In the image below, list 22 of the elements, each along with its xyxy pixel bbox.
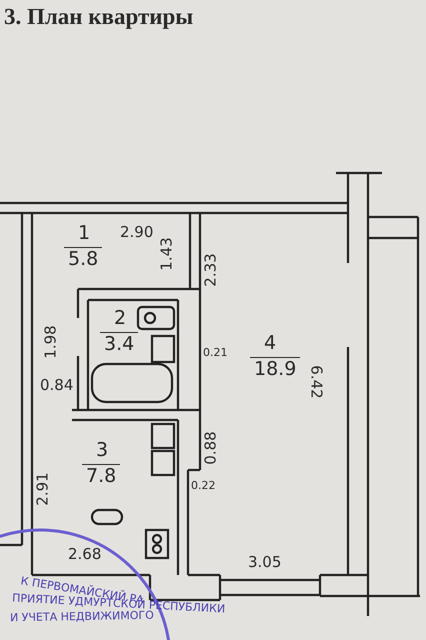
dimension-label: 3.05 bbox=[248, 554, 282, 570]
room-area: 7.8 bbox=[82, 464, 120, 486]
room-number: 1 bbox=[78, 223, 90, 243]
dimension-label: 1.98 bbox=[42, 325, 59, 359]
dimension-label: 2.33 bbox=[202, 253, 219, 287]
dimension-label: 0.21 bbox=[203, 345, 228, 361]
room-area: 5.8 bbox=[64, 247, 102, 269]
dimension-label: 0.22 bbox=[191, 478, 216, 494]
dimension-label: 2.90 bbox=[120, 224, 154, 240]
plan-title: 3. План квартиры bbox=[4, 4, 194, 30]
dimension-label: 1.43 bbox=[158, 237, 175, 271]
room-number: 3 bbox=[96, 440, 108, 460]
dimension-label: 2.68 bbox=[68, 546, 102, 562]
room-number: 2 bbox=[114, 308, 126, 328]
dimension-label: 6.42 bbox=[308, 365, 325, 399]
dimension-label: 0.88 bbox=[202, 431, 219, 465]
dimension-label: 0.84 bbox=[40, 377, 74, 393]
stamp-text: И УЧЕТА НЕДВИЖИМОГО bbox=[10, 610, 154, 624]
room-number: 4 bbox=[264, 333, 276, 353]
room-area: 3.4 bbox=[100, 332, 138, 354]
room-area: 18.9 bbox=[250, 357, 300, 379]
dimension-label: 2.91 bbox=[34, 472, 51, 506]
